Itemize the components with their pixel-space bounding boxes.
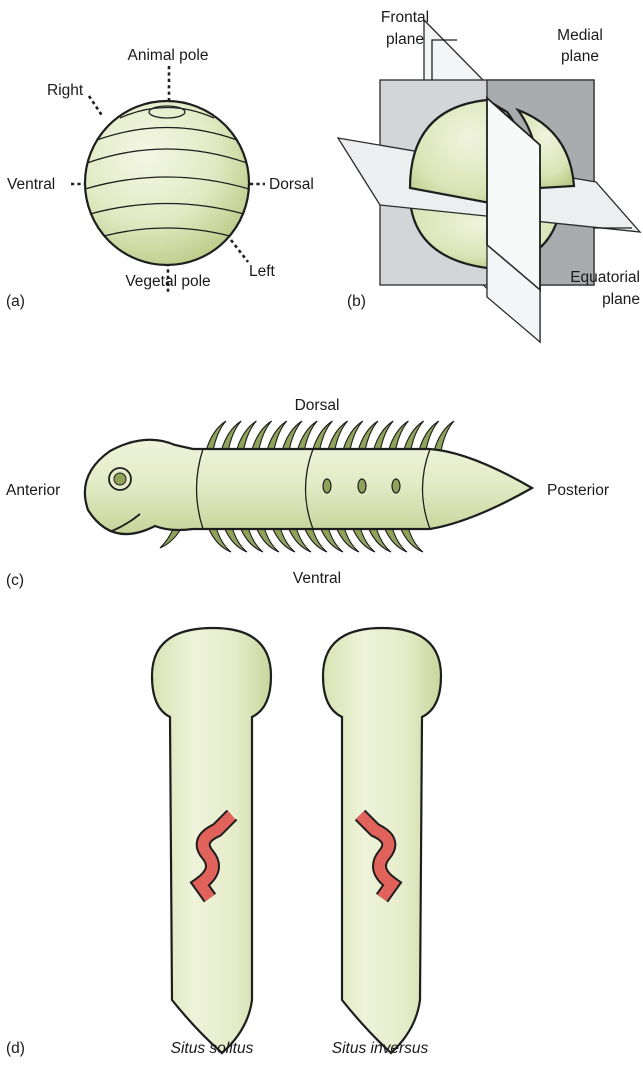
equatorial-label-1: Equatorial xyxy=(570,269,640,286)
right-axis-line xyxy=(89,96,103,117)
gill-slit-3 xyxy=(392,479,400,493)
panel-c: Dorsal Anterior Posterior Ventral (c) xyxy=(6,397,609,589)
gill-slit-1 xyxy=(323,479,331,493)
equatorial-label-2: plane xyxy=(602,291,640,308)
frontal-label-1: Frontal xyxy=(381,9,429,26)
medial-label-1: Medial xyxy=(557,27,603,44)
dorsal-spine xyxy=(434,421,454,451)
eye-pupil xyxy=(114,473,126,485)
panel-d-letter: (d) xyxy=(6,1040,25,1057)
egg-sphere xyxy=(85,101,249,265)
ventral-spines xyxy=(160,527,423,552)
dorsal-label-c: Dorsal xyxy=(295,397,340,414)
posterior-label: Posterior xyxy=(547,482,609,499)
ventral-label-c: Ventral xyxy=(293,570,341,587)
left-label: Left xyxy=(249,263,276,280)
panel-b: Frontal plane Medial plane Equatorial pl… xyxy=(338,9,640,342)
situs-solitus-label: Situs solitus xyxy=(171,1040,254,1057)
dorsal-spines xyxy=(206,421,454,451)
panel-d: Situs solitus Situs inversus (d) xyxy=(6,628,441,1057)
right-label: Right xyxy=(47,82,84,99)
ventral-label: Ventral xyxy=(7,176,55,193)
vegetal-pole-label: Vegetal pole xyxy=(125,273,210,290)
frontal-label-2: plane xyxy=(386,31,424,48)
anterior-label: Anterior xyxy=(6,482,60,499)
embryo-situs-inversus xyxy=(323,628,441,1053)
panel-a-letter: (a) xyxy=(6,293,25,310)
left-axis-line xyxy=(231,240,248,262)
panel-c-letter: (c) xyxy=(6,572,24,589)
panel-a: Animal pole Right Ventral Dorsal Left Ve… xyxy=(6,47,314,310)
dorsal-label: Dorsal xyxy=(269,176,314,193)
animal-pole-label: Animal pole xyxy=(128,47,209,64)
medial-label-2: plane xyxy=(561,48,599,65)
gill-slit-2 xyxy=(358,479,366,493)
embryo-situs-solitus xyxy=(152,628,271,1053)
larva-body xyxy=(85,440,532,534)
situs-inversus-label: Situs inversus xyxy=(332,1040,429,1057)
ventral-spine xyxy=(160,529,181,548)
panel-b-letter: (b) xyxy=(347,293,366,310)
